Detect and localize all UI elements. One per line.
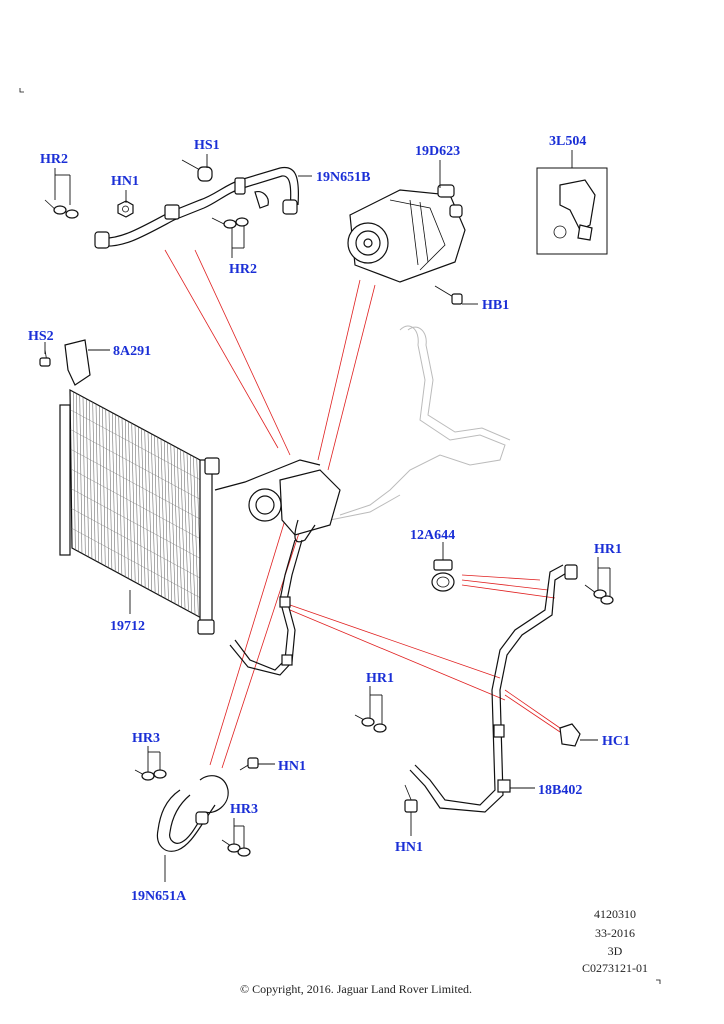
nut-hn1-top xyxy=(117,200,134,218)
fastener-hr3-top xyxy=(134,769,167,781)
callout-hb1: HB1 xyxy=(482,298,509,313)
condenser-tube xyxy=(70,468,203,541)
leader-lines xyxy=(44,150,611,882)
callout-hr2-top: HR2 xyxy=(40,152,68,167)
condenser-tube xyxy=(71,508,204,581)
pointer-lines xyxy=(164,249,567,769)
callout-12a644: 12A644 xyxy=(410,528,455,543)
callout-hs1: HS1 xyxy=(194,138,220,153)
callout-18b402: 18B402 xyxy=(538,783,582,798)
nut-hn1-mid xyxy=(239,757,259,771)
compressor-19d623 xyxy=(347,184,466,283)
meta-view: 3D xyxy=(608,944,623,958)
condenser-tube xyxy=(70,409,201,481)
suction-hose-19n651b xyxy=(94,166,300,249)
condenser-tube xyxy=(70,429,202,501)
fastener-hr2-mid xyxy=(211,217,249,229)
callout-19n651b: 19N651B xyxy=(316,170,370,185)
cap-hc1 xyxy=(559,723,581,747)
callout-8a291: 8A291 xyxy=(113,344,151,359)
callout-hr2-mid: HR2 xyxy=(229,262,257,277)
callout-hc1: HC1 xyxy=(602,734,630,749)
condenser-tube xyxy=(71,488,204,561)
callout-hr3-top: HR3 xyxy=(132,731,160,746)
bolt-hs1 xyxy=(181,159,213,182)
liquid-line-down xyxy=(229,539,303,676)
meta-date: 33-2016 xyxy=(595,926,635,940)
callout-hr1-mid: HR1 xyxy=(366,671,394,686)
callout-hn1-top: HN1 xyxy=(111,174,139,189)
callout-hn1-bot: HN1 xyxy=(395,840,423,855)
callout-3l504: 3L504 xyxy=(549,134,586,149)
fastener-hr2-top xyxy=(44,199,79,219)
pressure-switch-12a644 xyxy=(431,559,455,592)
callout-hr1-right: HR1 xyxy=(594,542,622,557)
condenser-19712 xyxy=(59,388,220,635)
condenser-tube xyxy=(71,528,205,601)
callout-19712: 19712 xyxy=(110,619,145,634)
bolt-hb1 xyxy=(434,285,463,305)
corner-mark-bottom xyxy=(656,979,661,984)
fastener-hr1-mid xyxy=(354,714,387,733)
meta-code: C0273121-01 xyxy=(582,961,648,975)
fastener-hr1-right xyxy=(584,584,614,605)
hose-19n651a xyxy=(156,775,229,852)
meta-block: 4120310 33-2016 3D C0273121-01 xyxy=(582,907,648,975)
callout-hs2: HS2 xyxy=(28,329,54,344)
meta-ref: 4120310 xyxy=(594,907,636,921)
callout-labels: HR2 HN1 HS1 19N651B 19D623 3L504 HR2 HB1… xyxy=(28,134,630,904)
callout-hr3-bot: HR3 xyxy=(230,802,258,817)
compressor-installed xyxy=(214,459,341,543)
condenser-tube xyxy=(70,449,202,521)
ghost-pipework xyxy=(329,325,511,521)
callout-19n651a: 19N651A xyxy=(131,889,187,904)
hose-18b402 xyxy=(409,564,578,813)
nut-hn1-bot xyxy=(404,784,418,813)
copyright: © Copyright, 2016. Jaguar Land Rover Lim… xyxy=(240,982,472,996)
callout-19d623: 19D623 xyxy=(415,144,460,159)
fastener-hr3-bot xyxy=(221,839,251,857)
condenser-fins xyxy=(70,391,205,619)
inset-3l504 xyxy=(536,167,608,255)
bracket-8a291 xyxy=(64,339,91,386)
corner-mark-top xyxy=(19,88,24,93)
callout-hn1-mid: HN1 xyxy=(278,759,306,774)
